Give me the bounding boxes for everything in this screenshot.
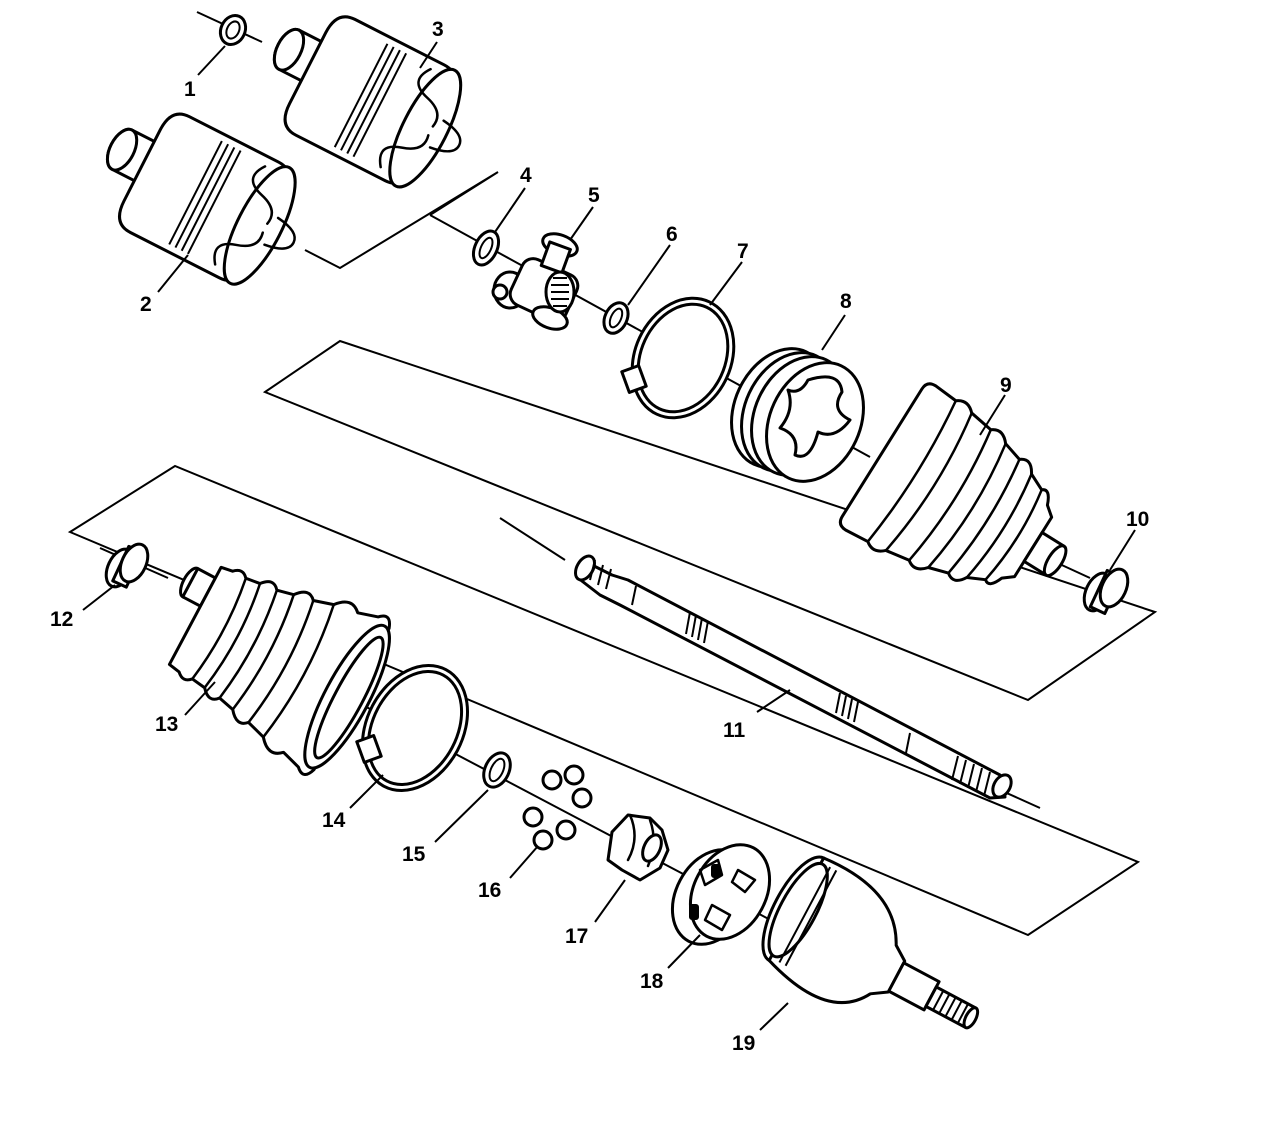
callout-8: 8 bbox=[840, 290, 852, 313]
leader-line-3 bbox=[419, 41, 438, 69]
callout-1: 1 bbox=[184, 78, 196, 101]
leader-line-7 bbox=[709, 261, 743, 306]
inner-boot-part-9 bbox=[838, 382, 1068, 586]
retaining-ring-part-1 bbox=[218, 13, 248, 47]
tripot-housing-part-3 bbox=[272, 15, 463, 189]
callout-19: 19 bbox=[732, 1032, 755, 1055]
inner-race-part-17 bbox=[606, 813, 670, 882]
ball-bearings-part-16 bbox=[522, 764, 593, 851]
leader-line-6 bbox=[627, 244, 671, 306]
outer-joint-housing-part-19 bbox=[761, 855, 980, 1030]
leader-line-5 bbox=[569, 206, 594, 241]
leader-line-12 bbox=[82, 584, 116, 611]
leader-line-11 bbox=[756, 689, 791, 713]
outer-joint-group-outline bbox=[67, 464, 1141, 937]
boot-clamp-part-14 bbox=[355, 664, 470, 792]
callout-18: 18 bbox=[640, 970, 664, 993]
callout-13: 13 bbox=[155, 713, 178, 736]
callout-17: 17 bbox=[565, 925, 588, 948]
leader-line-9 bbox=[979, 394, 1006, 436]
shaft-axis-line bbox=[499, 517, 566, 561]
halfshaft-bar-part-11 bbox=[574, 554, 1013, 800]
outer-boot-part-13 bbox=[167, 565, 391, 776]
housing-seal-part-8 bbox=[730, 347, 865, 483]
callout-10: 10 bbox=[1126, 508, 1149, 531]
callout-14: 14 bbox=[322, 809, 346, 832]
callout-15: 15 bbox=[402, 843, 426, 866]
leader-line-14 bbox=[349, 774, 384, 809]
ball-cage-part-18 bbox=[670, 843, 772, 946]
callout-9: 9 bbox=[1000, 374, 1012, 397]
callout-12: 12 bbox=[50, 608, 73, 631]
leader-line-13 bbox=[184, 681, 216, 716]
callout-5: 5 bbox=[588, 184, 600, 207]
leader-line-17 bbox=[594, 879, 626, 923]
callout-7: 7 bbox=[737, 240, 749, 263]
callout-2: 2 bbox=[140, 293, 152, 316]
leader-line-15 bbox=[434, 789, 489, 843]
retaining-ring-part-15 bbox=[482, 751, 512, 789]
spacer-ring-part-4 bbox=[471, 229, 501, 267]
callout-4: 4 bbox=[520, 164, 532, 187]
tripot-housing-part-2 bbox=[105, 112, 297, 286]
leader-line-4 bbox=[494, 187, 526, 233]
leader-line-16 bbox=[509, 845, 539, 879]
leader-line-8 bbox=[821, 314, 846, 351]
leader-line-2 bbox=[157, 254, 189, 293]
leader-line-1 bbox=[197, 45, 226, 76]
boot-clamp-part-7 bbox=[620, 296, 736, 420]
inner-joint-housing-group-outline bbox=[304, 171, 499, 270]
callout-11: 11 bbox=[723, 719, 746, 742]
callout-16: 16 bbox=[478, 879, 501, 902]
spider-assembly-part-5 bbox=[491, 232, 580, 331]
shaft-assembly-group-outline bbox=[262, 339, 1158, 702]
retaining-ring-part-6 bbox=[602, 301, 630, 335]
leader-line-19 bbox=[759, 1002, 789, 1031]
callout-3: 3 bbox=[432, 18, 444, 41]
callout-6: 6 bbox=[666, 223, 678, 246]
bushing-part-12 bbox=[104, 542, 150, 589]
bushing-part-10 bbox=[1082, 567, 1130, 616]
leader-line-10 bbox=[1109, 529, 1136, 571]
leader-line-18 bbox=[667, 934, 701, 969]
